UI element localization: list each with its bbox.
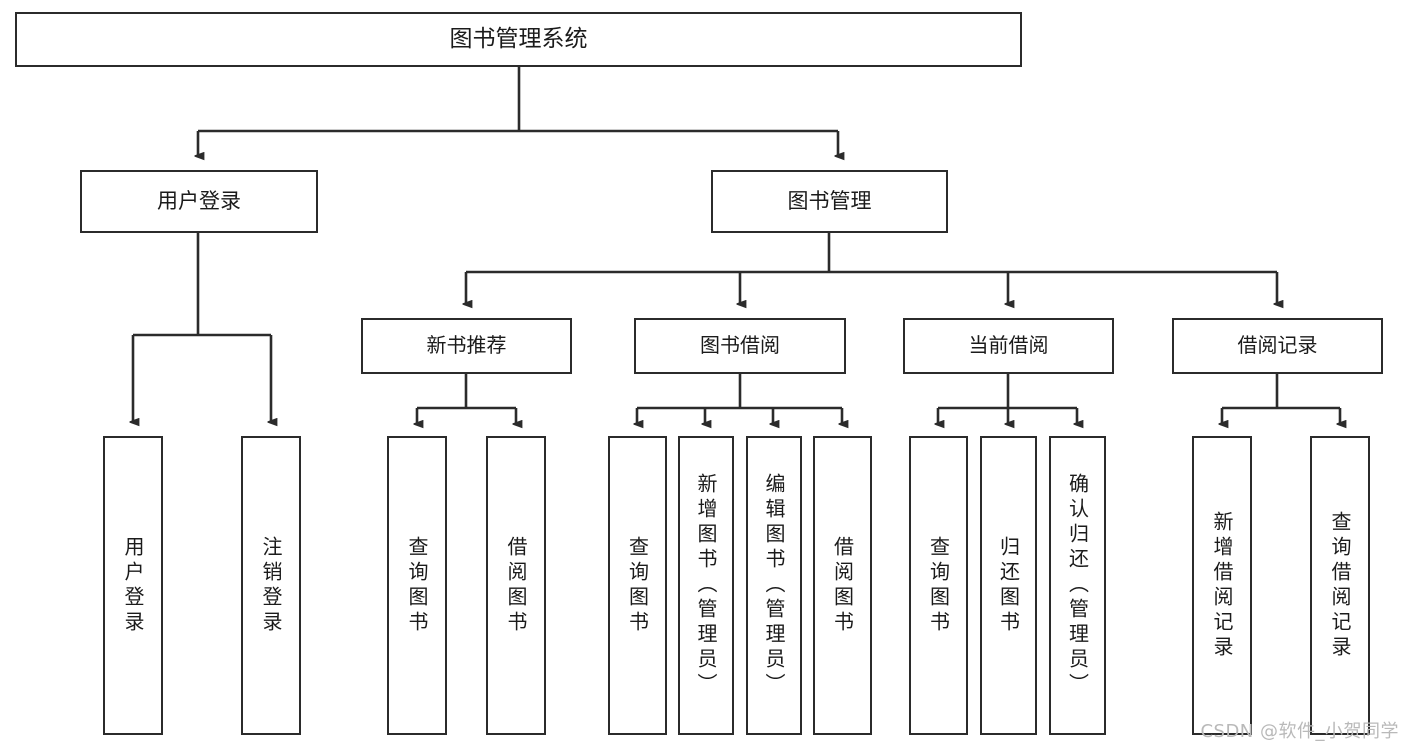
node-root[interactable]: 图书管理系统 bbox=[15, 12, 1022, 67]
node-leaf-logout[interactable]: 注销登录 bbox=[241, 436, 301, 735]
node-book-management-label: 图书管理 bbox=[787, 189, 872, 214]
node-leaf-add-book[interactable]: 新增图书（管理员） bbox=[678, 436, 734, 735]
node-book-management[interactable]: 图书管理 bbox=[711, 170, 948, 233]
node-borrow-record-label: 借阅记录 bbox=[1237, 333, 1318, 358]
node-leaf-logout-label: 注销登录 bbox=[259, 535, 283, 636]
node-user-login[interactable]: 用户登录 bbox=[80, 170, 318, 233]
node-current-borrow[interactable]: 当前借阅 bbox=[903, 318, 1114, 374]
node-leaf-query-record[interactable]: 查询借阅记录 bbox=[1310, 436, 1370, 735]
node-leaf-add-record[interactable]: 新增借阅记录 bbox=[1192, 436, 1252, 735]
node-leaf-borrow-book-2[interactable]: 借阅图书 bbox=[813, 436, 872, 735]
node-book-borrow-label: 图书借阅 bbox=[700, 333, 780, 358]
node-leaf-query-book-1[interactable]: 查询图书 bbox=[387, 436, 447, 735]
node-leaf-add-record-label: 新增借阅记录 bbox=[1210, 510, 1234, 661]
node-current-borrow-label: 当前借阅 bbox=[968, 333, 1049, 358]
node-leaf-edit-book-label: 编辑图书（管理员） bbox=[762, 473, 786, 698]
node-borrow-record[interactable]: 借阅记录 bbox=[1172, 318, 1383, 374]
node-leaf-borrow-book-1-label: 借阅图书 bbox=[504, 535, 528, 636]
node-leaf-edit-book[interactable]: 编辑图书（管理员） bbox=[746, 436, 802, 735]
node-leaf-confirm-return-label: 确认归还（管理员） bbox=[1065, 473, 1090, 698]
node-new-book-recommend-label: 新书推荐 bbox=[426, 333, 507, 358]
node-leaf-query-book-2-label: 查询图书 bbox=[625, 535, 650, 636]
node-new-book-recommend[interactable]: 新书推荐 bbox=[361, 318, 572, 374]
node-root-label: 图书管理系统 bbox=[449, 25, 588, 52]
node-leaf-user-login[interactable]: 用户登录 bbox=[103, 436, 163, 735]
node-leaf-query-book-1-label: 查询图书 bbox=[405, 535, 429, 636]
node-leaf-confirm-return[interactable]: 确认归还（管理员） bbox=[1049, 436, 1106, 735]
node-leaf-query-book-3-label: 查询图书 bbox=[926, 535, 951, 636]
node-leaf-return-book-label: 归还图书 bbox=[996, 535, 1021, 636]
node-leaf-return-book[interactable]: 归还图书 bbox=[980, 436, 1037, 735]
node-book-borrow[interactable]: 图书借阅 bbox=[634, 318, 846, 374]
node-leaf-query-book-2[interactable]: 查询图书 bbox=[608, 436, 667, 735]
node-user-login-label: 用户登录 bbox=[157, 189, 241, 214]
node-leaf-query-book-3[interactable]: 查询图书 bbox=[909, 436, 968, 735]
node-leaf-borrow-book-2-label: 借阅图书 bbox=[830, 535, 855, 636]
node-leaf-query-record-label: 查询借阅记录 bbox=[1328, 510, 1352, 661]
node-leaf-add-book-label: 新增图书（管理员） bbox=[694, 473, 718, 698]
node-leaf-user-login-label: 用户登录 bbox=[121, 535, 145, 636]
node-leaf-borrow-book-1[interactable]: 借阅图书 bbox=[486, 436, 546, 735]
